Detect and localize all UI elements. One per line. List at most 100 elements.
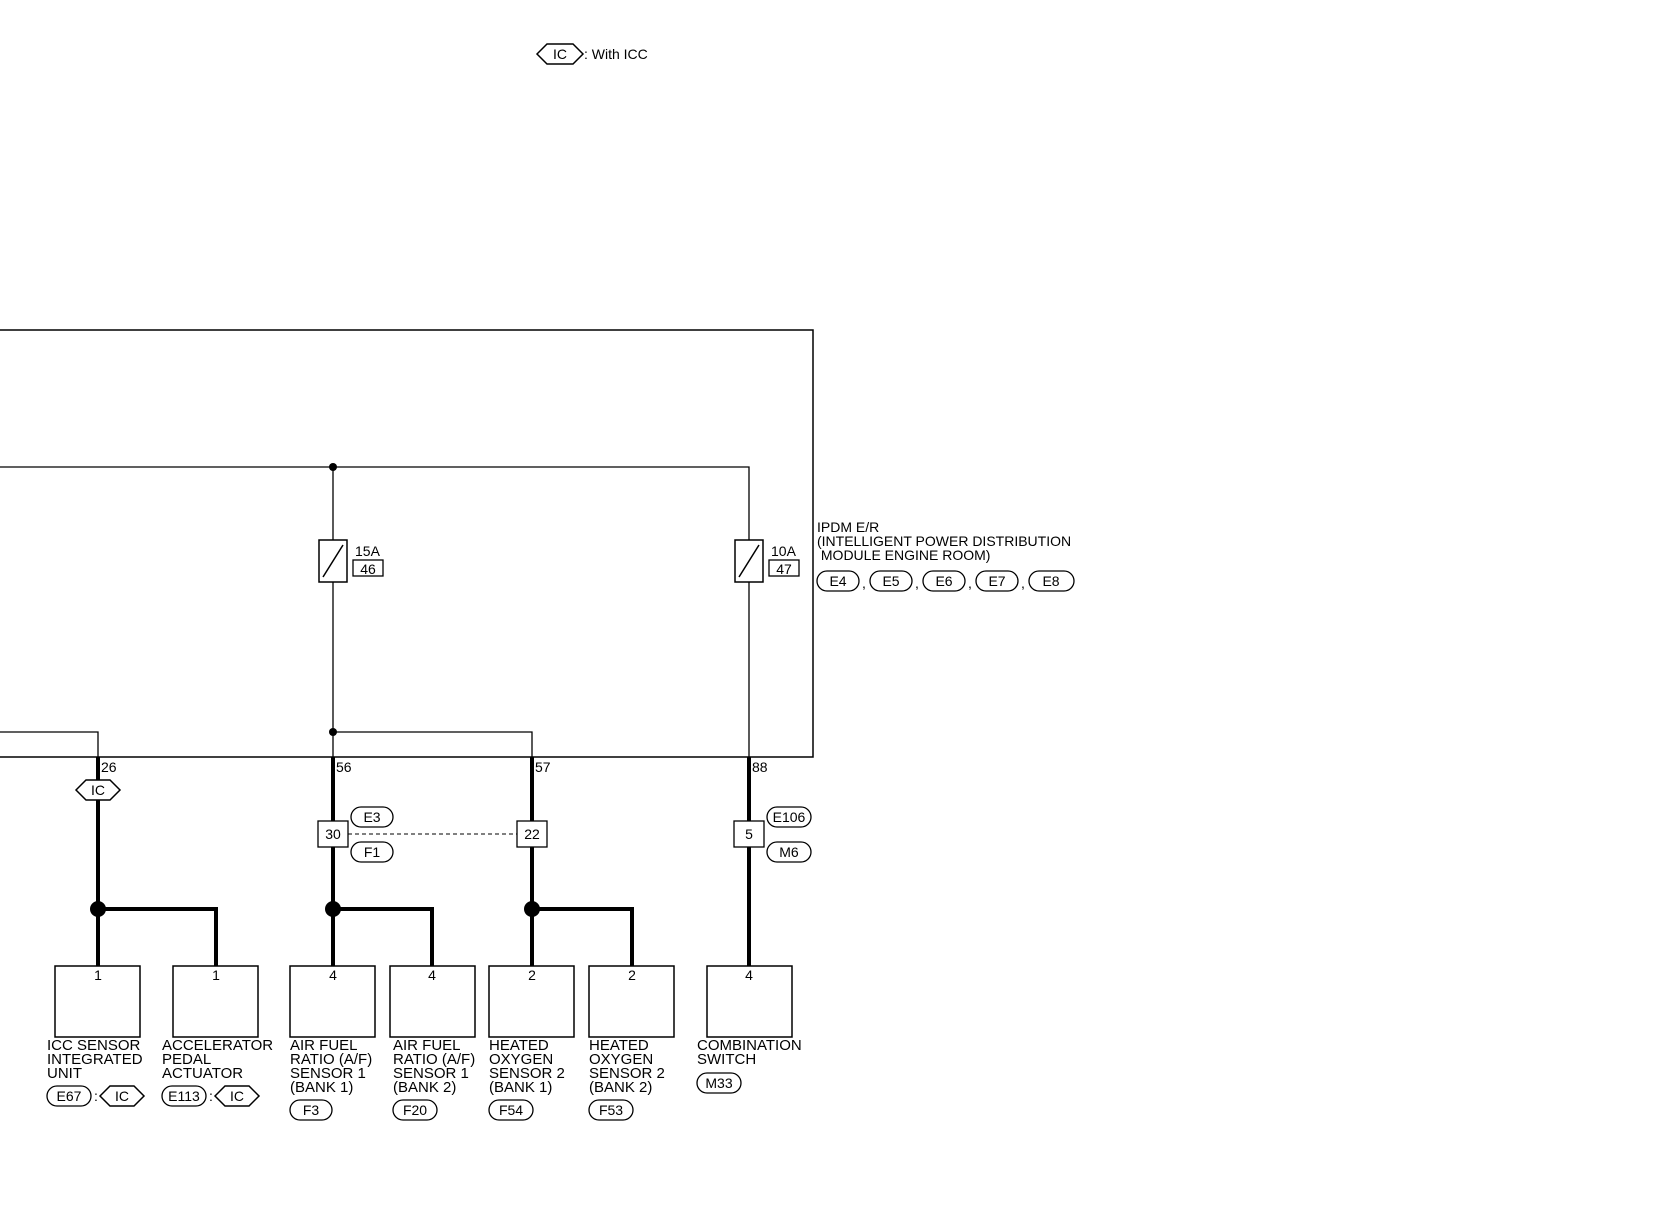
- component-box: [172, 965, 259, 1038]
- component-af-sensor-bank-2: 4 AIR FUEL RATIO (A/F) SENSOR 1 (BANK 2)…: [389, 965, 476, 1121]
- legend: IC : With ICC: [535, 43, 648, 65]
- component-name-line: ACTUATOR: [162, 1065, 243, 1082]
- component-name-line: (BANK 1): [290, 1079, 353, 1096]
- ic-tag-shape: [74, 779, 122, 801]
- terminal-57: 57: [535, 759, 551, 775]
- component-name-line: HEATED: [589, 1037, 649, 1054]
- connector-e3-label: E3: [363, 809, 380, 825]
- component-name-line: SENSOR 1: [393, 1065, 469, 1082]
- connector-e4-label: E4: [829, 573, 846, 589]
- junction-pin-box: [733, 820, 765, 848]
- fuse-10a-number: 47: [776, 561, 792, 577]
- component-heated-o2-sensor-2-bank-1: 2 HEATED OXYGEN SENSOR 2 (BANK 1) F54: [488, 965, 575, 1121]
- connector-separator: ,: [862, 575, 866, 591]
- component-af-sensor-bank-1: 4 AIR FUEL RATIO (A/F) SENSOR 1 (BANK 1)…: [289, 965, 376, 1121]
- component-box: [588, 965, 675, 1038]
- terminal-pins: 26 56 57 88: [101, 759, 768, 775]
- junction-e106-m6: 5 E106 M6: [733, 806, 812, 863]
- component-combination-switch: 4 COMBINATION SWITCH M33: [696, 965, 802, 1094]
- internal-branch-26: [0, 731, 99, 757]
- junction-pin-30: 30: [325, 826, 341, 842]
- component-name-line: HEATED: [489, 1037, 549, 1054]
- ic-badge-shape: [535, 43, 585, 65]
- connector-separator: ,: [915, 575, 919, 591]
- component-pin: 1: [212, 967, 220, 983]
- fuse-15a-number-box: [352, 559, 384, 577]
- component-name-line: INTEGRATED: [47, 1051, 143, 1068]
- splice-dot: [325, 901, 341, 917]
- component-box: [54, 965, 141, 1038]
- fuse-10a-number-box: [768, 559, 800, 577]
- connector-f3-oval: [289, 1099, 333, 1121]
- component-box: [389, 965, 476, 1038]
- component-name-line: SENSOR 1: [290, 1065, 366, 1082]
- component-pin: 2: [628, 967, 636, 983]
- fuse-10a: 10A 47: [734, 539, 800, 583]
- junction-pin-22: 22: [524, 826, 540, 842]
- connector-m33-oval: [696, 1072, 742, 1094]
- legend-badge-text: IC: [553, 46, 567, 62]
- connector-f54-label: F54: [499, 1102, 523, 1118]
- connector-e67-label: E67: [57, 1088, 82, 1104]
- connector-e6-label: E6: [935, 573, 952, 589]
- connector-e6-oval: [922, 570, 966, 592]
- splice-dot: [524, 901, 540, 917]
- connector-f3-label: F3: [303, 1102, 320, 1118]
- component-box: [488, 965, 575, 1038]
- component-name-line: SENSOR 2: [589, 1065, 665, 1082]
- connector-e113-label: E113: [168, 1088, 200, 1104]
- fuse-15a-rating: 15A: [355, 543, 381, 559]
- terminal-56: 56: [336, 759, 352, 775]
- component-name-line: SWITCH: [697, 1051, 756, 1068]
- component-name-line: SENSOR 2: [489, 1065, 565, 1082]
- junction-22: 22: [516, 820, 548, 848]
- component-name-line: PEDAL: [162, 1051, 211, 1068]
- wire-26-branch: [98, 907, 218, 966]
- component-name-line: (BANK 2): [393, 1079, 456, 1096]
- connector-e5-label: E5: [882, 573, 899, 589]
- connector-separator: ,: [968, 575, 972, 591]
- legend-text: : With ICC: [584, 46, 648, 62]
- connector-e8-oval: [1028, 570, 1075, 592]
- component-pin: 4: [745, 967, 753, 983]
- connector-e8-label: E8: [1042, 573, 1059, 589]
- component-accelerator-pedal-actuator: 1 ACCELERATOR PEDAL ACTUATOR E113 : IC: [161, 965, 273, 1107]
- component-box: [289, 965, 376, 1038]
- connector-e7-label: E7: [988, 573, 1005, 589]
- connector-f1-label: F1: [364, 844, 381, 860]
- connector-f53-label: F53: [599, 1102, 623, 1118]
- component-name-line: OXYGEN: [589, 1051, 653, 1068]
- connector-e67-oval: [46, 1085, 92, 1107]
- fuse-15a-number: 46: [360, 561, 376, 577]
- ipdm-outline: [0, 329, 814, 758]
- component-name-line: (BANK 2): [589, 1079, 652, 1096]
- ipdm-label: IPDM E/R (INTELLIGENT POWER DISTRIBUTION…: [817, 519, 1071, 563]
- connector-separator: ,: [1021, 575, 1025, 591]
- component-name-line: UNIT: [47, 1065, 82, 1082]
- ic-tag-text: IC: [115, 1088, 129, 1104]
- fuse-15a-slash: [322, 544, 344, 578]
- component-name-line: OXYGEN: [489, 1051, 553, 1068]
- connector-f53-oval: [588, 1099, 634, 1121]
- fuse-10a-slash: [738, 544, 760, 578]
- connector-e5-oval: [869, 570, 913, 592]
- ic-tag-shape: [98, 1085, 146, 1107]
- component-pin: 4: [428, 967, 436, 983]
- connector-m33-label: M33: [705, 1075, 732, 1091]
- component-name-line: (BANK 1): [489, 1079, 552, 1096]
- connector-e106-label: E106: [773, 809, 806, 825]
- fuse-15a: 15A 46: [318, 539, 384, 583]
- component-pin: 2: [528, 967, 536, 983]
- ipdm-label-line-1: IPDM E/R: [817, 519, 879, 535]
- connector-e106-oval: [766, 806, 812, 828]
- connector-colon: :: [94, 1088, 98, 1104]
- internal-bus-wire: [0, 466, 750, 758]
- wire-56-branch: [333, 907, 434, 966]
- wire-57-branch: [532, 907, 634, 966]
- connector-m6-label: M6: [779, 844, 799, 860]
- ipdm-module: 15A 46 10A 47 IPDM E/R (INTELLIGENT POWE…: [0, 329, 1075, 758]
- connector-e113-oval: [161, 1085, 207, 1107]
- component-name-line: COMBINATION: [697, 1037, 802, 1054]
- component-name-line: AIR FUEL: [290, 1037, 358, 1054]
